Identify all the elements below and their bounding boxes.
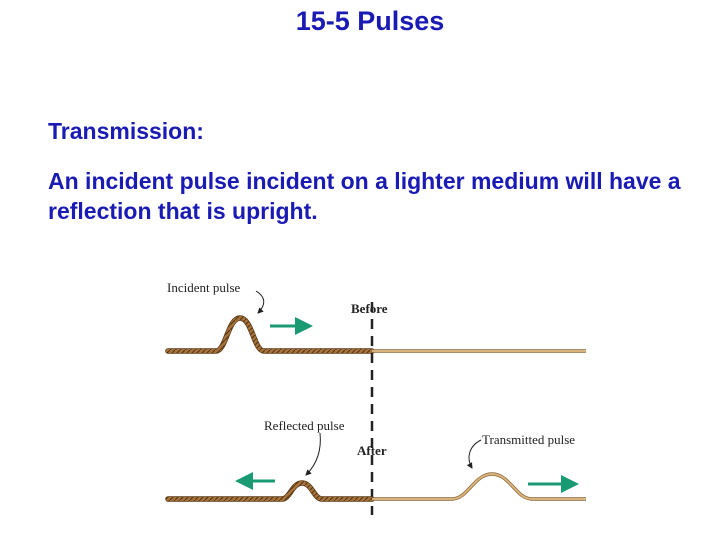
after-panel: Reflected pulse After Transmitted pulse	[168, 418, 586, 499]
transmitted-pulse-label: Transmitted pulse	[482, 432, 575, 447]
transmitted-pulse-pointer	[469, 440, 481, 468]
incident-pulse-label: Incident pulse	[167, 280, 241, 295]
reflected-pulse-pointer	[306, 433, 320, 475]
heavy-rope-before	[168, 318, 372, 351]
before-panel: Incident pulse Before	[167, 280, 586, 351]
heavy-rope-after	[168, 483, 372, 499]
before-label: Before	[351, 301, 388, 316]
after-label: After	[357, 443, 387, 458]
reflected-pulse-label: Reflected pulse	[264, 418, 345, 433]
incident-pulse-pointer	[256, 291, 264, 313]
